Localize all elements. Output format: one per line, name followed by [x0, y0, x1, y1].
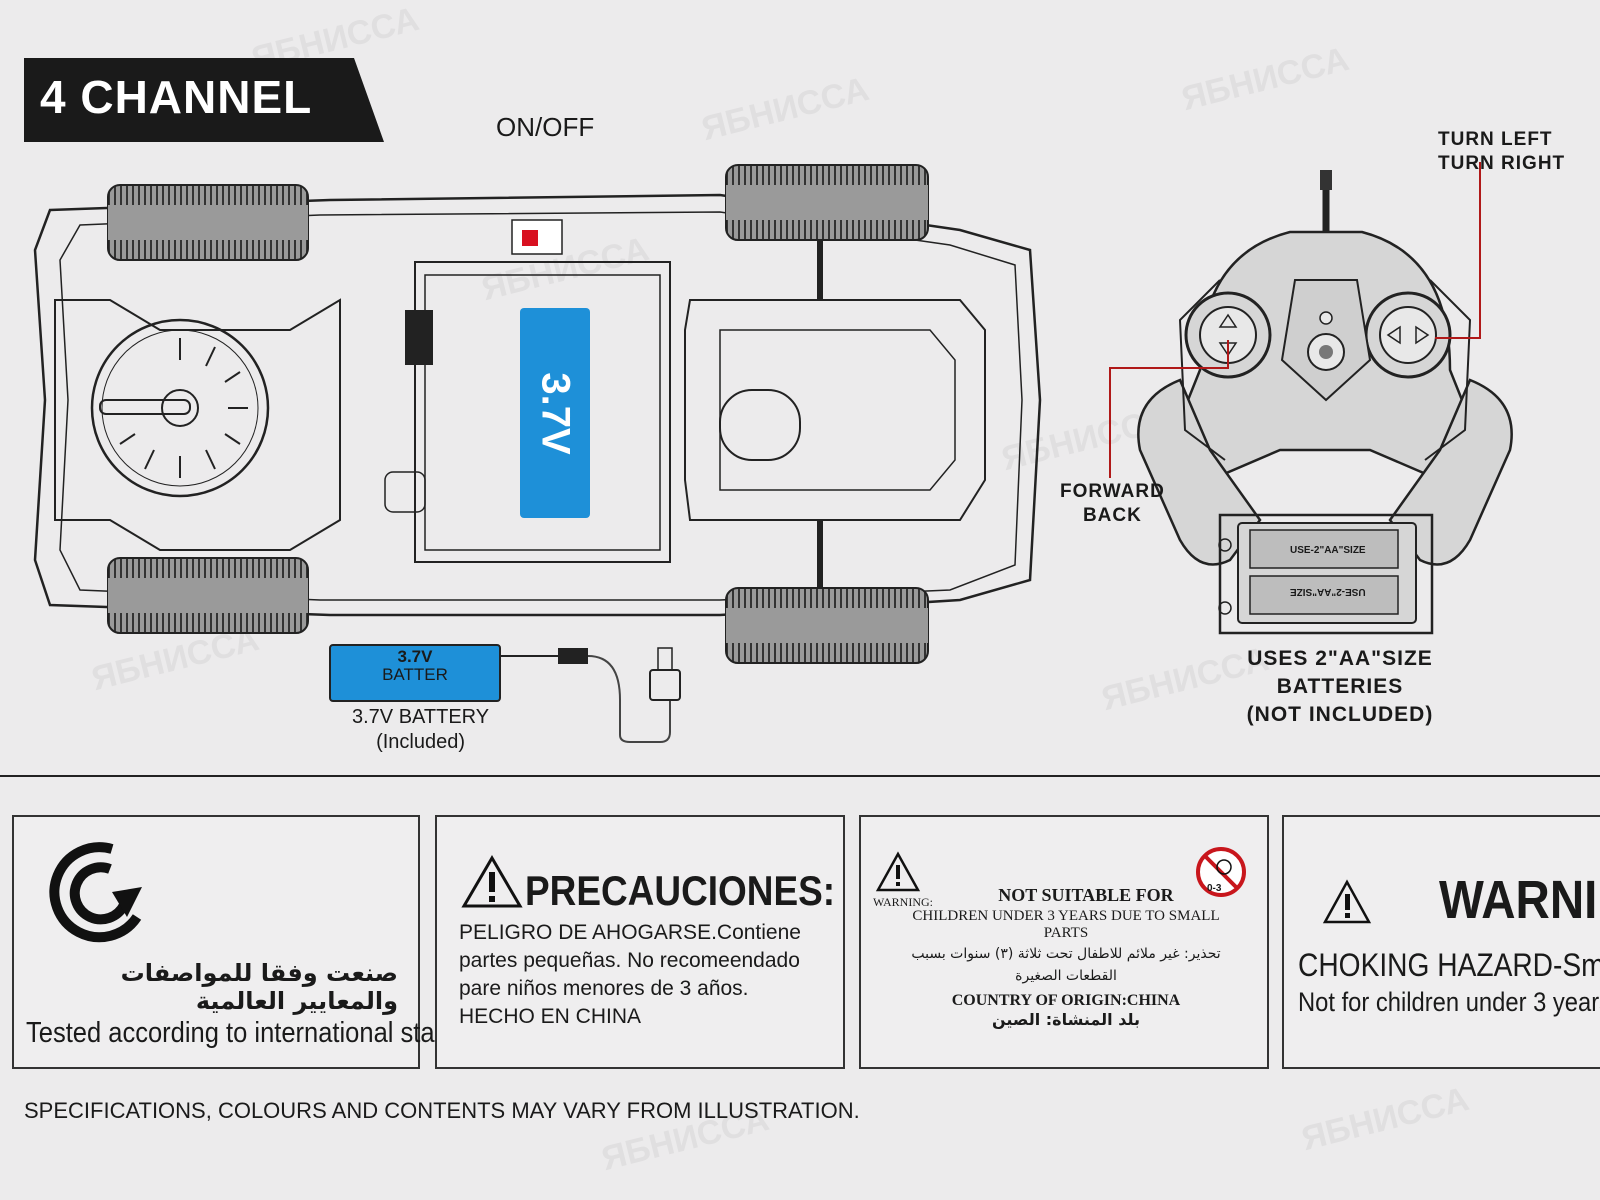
precauciones-panel: PRECAUCIONES: PELIGRO DE AHOGARSE.Contie… [435, 815, 845, 1069]
battery-slot-label: USE-2"AA"SIZE [1290, 586, 1366, 597]
age-restriction-icon [1196, 847, 1246, 897]
battery-pack-voltage: 3.7V [533, 371, 578, 455]
standards-english: Tested according to international standa… [26, 1017, 513, 1049]
throttle-label-line1: FORWARD [1060, 481, 1165, 502]
battery-caption-line1: 3.7V BATTERY [352, 706, 490, 728]
warning-line3: PARTS [1043, 925, 1089, 941]
switch-label: ON/OFF [496, 112, 595, 142]
divider [0, 775, 1600, 777]
battery-module-text: BATTER [382, 665, 448, 684]
page-title: 4 CHANNEL [40, 71, 313, 123]
warning-origin-arabic: بلد المنشاة: الصين [992, 1010, 1140, 1029]
steering-label-line2: TURN RIGHT [1438, 153, 1566, 174]
precauciones-line2: partes pequeñas. No recomeendado [459, 949, 800, 972]
conformity-mark-icon [49, 842, 142, 943]
throttle-label: FORWARD BACK [1060, 480, 1165, 528]
precauciones-line3: pare niños menores de 3 años. [459, 977, 749, 1000]
warning-title: WARNIN [1439, 870, 1600, 930]
precauciones-body: PELIGRO DE AHOGARSE.Contiene partes pequ… [459, 919, 801, 1031]
standards-panel: صنعت وفقا للمواصفات والمعايير العالمية T… [12, 815, 513, 1069]
footer-disclaimer: SPECIFICATIONS, COLOURS AND CONTENTS MAY… [24, 1098, 860, 1123]
warning-arabic2: القطعات الصغيرة [1015, 968, 1117, 984]
warning-small-label: WARNING: [873, 895, 933, 909]
remote-batteries-line1: USES 2"AA"SIZE [1247, 647, 1433, 670]
remote-control [1109, 162, 1513, 635]
car-diagram [33, 164, 1042, 743]
battery-module-voltage: 3.7V [397, 647, 433, 666]
steering-label: TURN LEFT TURN RIGHT [1438, 128, 1565, 176]
battery-caption: 3.7V BATTERY (Included) [352, 705, 489, 755]
warning-arabic1: تحذير: غير ملائم للاطفال تحت ثلاثة (٣) س… [911, 946, 1221, 962]
warning-origin: COUNTRY OF ORIGIN:CHINA [951, 992, 1181, 1009]
warning-triangle-icon [461, 855, 523, 908]
warning-line2: CHILDREN UNDER 3 YEARS DUE TO SMALL [912, 908, 1220, 924]
battery-caption-line2: (Included) [376, 731, 466, 753]
warning-line2: Not for children under 3 years. [1298, 987, 1600, 1017]
steering-label-line1: TURN LEFT [1438, 129, 1553, 150]
warning-panel: WARNIN CHOKING HAZARD-Sma Not for childr… [1282, 815, 1600, 1069]
remote-batteries-line3: (NOT INCLUDED) [1246, 703, 1434, 726]
remote-batteries-note: USES 2"AA"SIZE BATTERIES (NOT INCLUDED) [1215, 645, 1465, 729]
precauciones-line4: HECHO EN CHINA [459, 1005, 642, 1028]
battery-module-label: 3.7V BATTER [330, 648, 500, 684]
warning-line1: NOT SUITABLE FOR [998, 885, 1174, 905]
warning-line1: CHOKING HAZARD-Sma [1298, 947, 1600, 983]
watermark: ЯБНИССА [1177, 39, 1353, 119]
arabic-warning-body: NOT SUITABLE FOR CHILDREN UNDER 3 YEARS … [881, 885, 1251, 1029]
warning-triangle-icon [1322, 879, 1372, 924]
battery-slot-label: USE-2"AA"SIZE [1290, 545, 1366, 556]
watermark: ЯБНИССА [1297, 1079, 1473, 1159]
arabic-warning-panel: WARNING: 0-3 NOT SUITABLE FOR CHILDREN U… [859, 815, 1269, 1069]
age-badge: 0-3 [1207, 883, 1222, 894]
header-tag [24, 58, 384, 142]
remote-batteries-line2: BATTERIES [1276, 675, 1404, 698]
precauciones-line1: PELIGRO DE AHOGARSE.Contiene [459, 921, 801, 944]
standards-arabic: صنعت وفقا للمواصفات والمعايير العالمية [120, 959, 398, 1015]
throttle-label-line2: BACK [1082, 505, 1142, 526]
warning-triangle-icon [875, 851, 921, 892]
battery-pack-label: 3.7V [520, 308, 590, 518]
precauciones-title: PRECAUCIONES: [525, 867, 836, 914]
